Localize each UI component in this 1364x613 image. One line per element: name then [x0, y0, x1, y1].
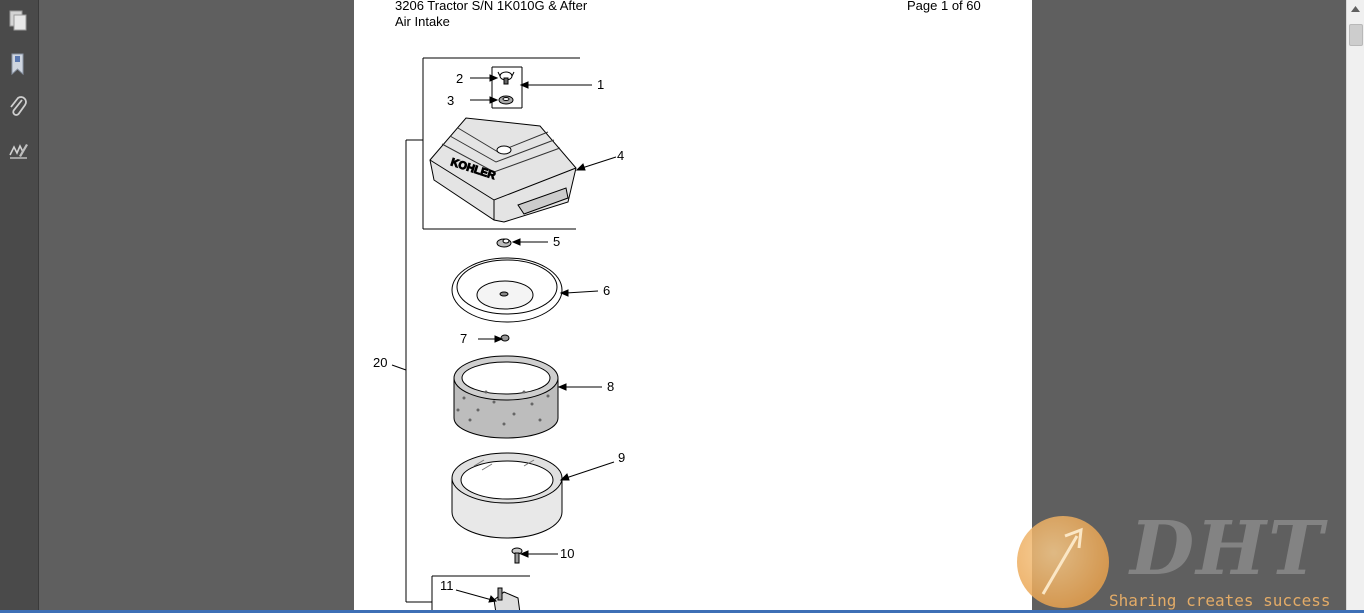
callout-11: 11 [440, 578, 454, 593]
document-viewport[interactable]: 3206 Tractor S/N 1K010G & After Air Inta… [39, 0, 1347, 613]
part-5-fitting [496, 238, 512, 248]
part-3-seal [498, 95, 514, 105]
part-6-base-plate [451, 257, 563, 323]
callout-10: 10 [560, 546, 574, 561]
callout-9: 9 [618, 450, 625, 465]
pdf-page: 3206 Tractor S/N 1K010G & After Air Inta… [354, 0, 1032, 613]
scroll-thumb[interactable] [1349, 24, 1363, 46]
navigation-toolbar [0, 0, 39, 613]
air-intake-parts-diagram: KOHLER [373, 57, 625, 613]
callout-1: 1 [597, 77, 604, 92]
scroll-up-button[interactable] [1347, 0, 1364, 17]
section-title: Air Intake [395, 14, 450, 29]
arrow-up-icon [1351, 5, 1360, 12]
status-bar [0, 610, 1364, 613]
callout-5: 5 [553, 234, 560, 249]
part-9-filter-element [451, 452, 563, 539]
page-indicator: Page 1 of 60 [907, 0, 981, 13]
callout-3: 3 [447, 93, 454, 108]
pages-button[interactable] [5, 8, 31, 34]
signatures-button[interactable] [5, 137, 31, 163]
part-10-bolt [511, 547, 523, 564]
leader-lines [455, 74, 617, 603]
bookmark-icon [11, 53, 24, 76]
callout-4: 4 [617, 148, 624, 163]
callout-7: 7 [460, 331, 467, 346]
callout-8: 8 [607, 379, 614, 394]
vertical-scrollbar[interactable] [1346, 0, 1364, 613]
pages-icon [9, 10, 27, 31]
part-2-wing-nut [497, 71, 515, 85]
part-8-precleaner [453, 355, 559, 439]
signature-icon [9, 144, 28, 159]
paperclip-icon [10, 96, 27, 116]
attachments-button[interactable] [5, 94, 31, 120]
part-4-air-cleaner-cover: KOHLER [429, 117, 577, 223]
callout-20: 20 [373, 355, 387, 370]
part-7-nut [500, 334, 510, 342]
callout-6: 6 [603, 283, 610, 298]
document-title: 3206 Tractor S/N 1K010G & After [395, 0, 588, 13]
bookmarks-button[interactable] [5, 51, 31, 77]
callout-2: 2 [456, 71, 463, 86]
